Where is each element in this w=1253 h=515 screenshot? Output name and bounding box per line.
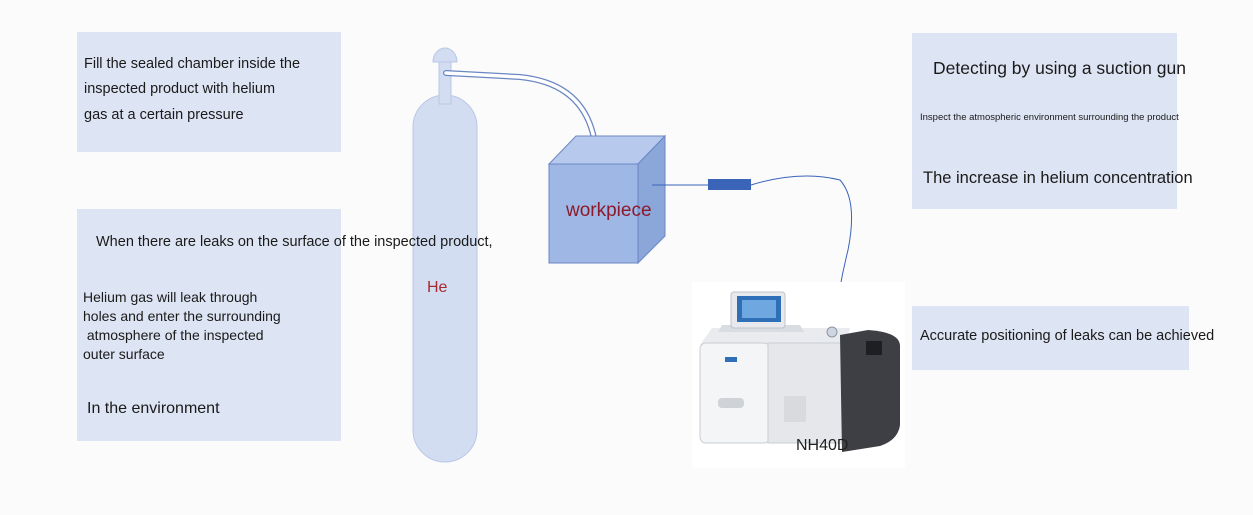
machine-label: NH40D <box>796 437 849 454</box>
helium-text-line-4: outer surface <box>83 346 165 362</box>
helium-cylinder <box>412 47 478 463</box>
nh40d-machine <box>692 282 905 468</box>
leak-panel <box>77 209 341 441</box>
detect-title: Detecting by using a suction gun <box>933 58 1186 78</box>
fill-text-line-3: gas at a certain pressure <box>84 107 244 123</box>
helium-text-line-1: Helium gas will leak through <box>83 289 258 305</box>
suction-probe <box>708 179 751 190</box>
fill-text-line-1: Fill the sealed chamber inside the <box>84 56 301 72</box>
leak-text: When there are leaks on the surface of t… <box>96 234 493 250</box>
accurate-panel <box>912 306 1189 370</box>
detect-panel <box>912 33 1177 209</box>
helium-text-line-2: holes and enter the surrounding <box>83 308 281 324</box>
helium-text-line-3: atmosphere of the inspected <box>83 327 264 343</box>
fill-panel <box>77 32 341 152</box>
increase-text: The increase in helium concentration <box>923 169 1193 187</box>
fill-text-line-2: inspected product with helium <box>84 81 276 97</box>
workpiece-cube <box>547 134 667 265</box>
workpiece-label: workpiece <box>566 200 652 221</box>
detect-subtitle: Inspect the atmospheric environment surr… <box>920 112 1179 123</box>
cylinder-label: He <box>427 279 448 296</box>
environment-text: In the environment <box>87 400 220 417</box>
accurate-text: Accurate positioning of leaks can be ach… <box>920 328 1215 344</box>
